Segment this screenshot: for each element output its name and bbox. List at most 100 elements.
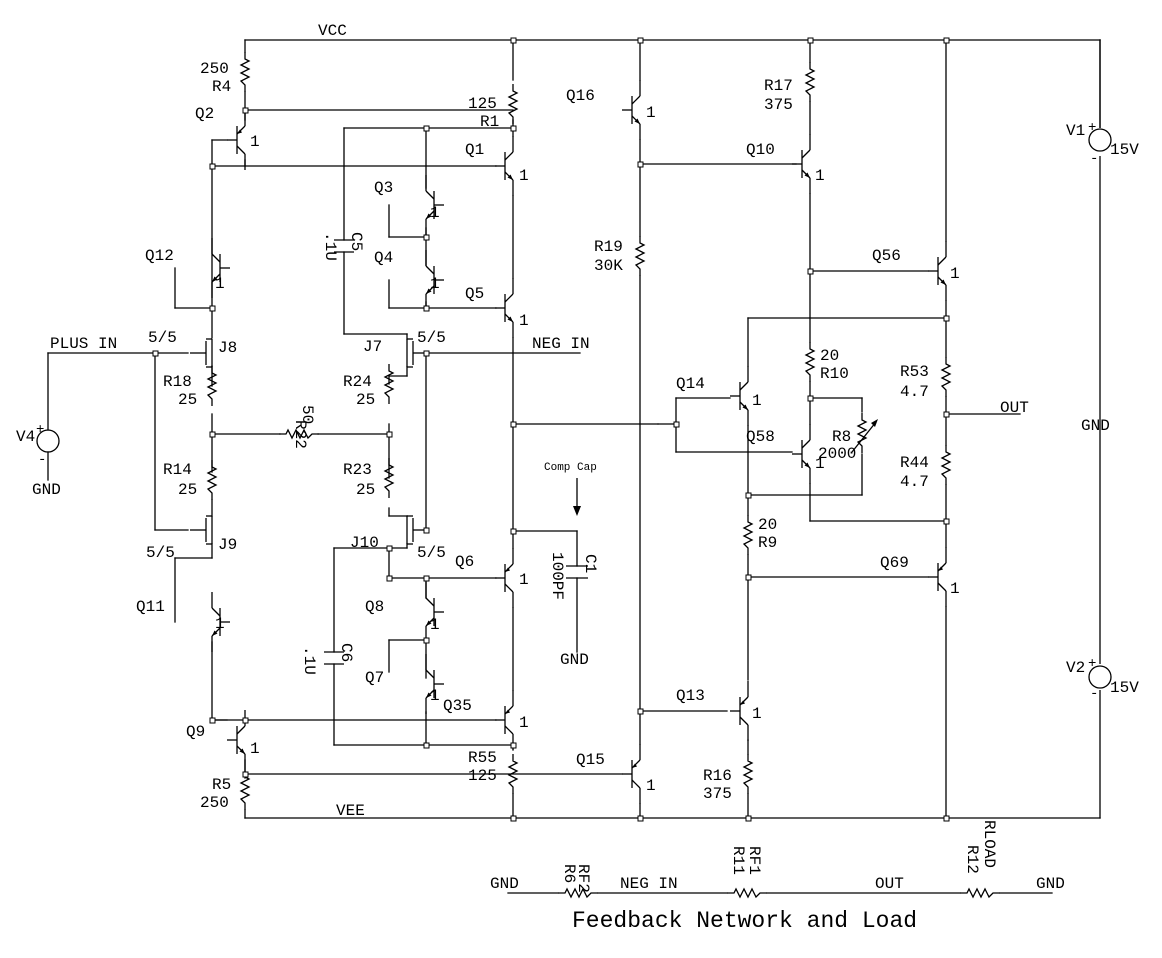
R11-value: RF1 xyxy=(745,846,763,875)
Q58-label: Q58 xyxy=(746,428,775,446)
vcc-label: VCC xyxy=(318,22,347,40)
Q6-label: Q6 xyxy=(455,553,474,571)
capacitor-C5 xyxy=(334,239,354,253)
transistor-Q7 xyxy=(425,653,445,715)
J10-ratio: 5/5 xyxy=(417,544,446,562)
R24-value: 25 xyxy=(356,391,375,409)
fb-gnd-left: GND xyxy=(490,875,519,893)
comp-cap-label: Comp Cap xyxy=(544,462,597,474)
Q2-mult: 1 xyxy=(250,133,260,151)
resistor-R16 xyxy=(743,753,753,795)
Q13-label: Q13 xyxy=(676,687,705,705)
R44-name: R44 xyxy=(900,454,929,472)
fb-out: OUT xyxy=(875,875,904,893)
Q15-mult: 1 xyxy=(646,777,656,795)
resistor-R4 xyxy=(240,51,250,93)
resistor-R1 xyxy=(508,83,518,125)
R23-value: 25 xyxy=(356,481,375,499)
V2-value: 15V xyxy=(1110,679,1139,697)
R22-name: R22 xyxy=(291,420,309,449)
R53-name: R53 xyxy=(900,363,929,381)
Q14-mult: 1 xyxy=(752,392,762,410)
resistor-R8 xyxy=(851,412,878,454)
V4-plus: + xyxy=(36,422,44,438)
resistor-R11 xyxy=(726,888,768,898)
Q7-label: Q7 xyxy=(365,669,384,687)
R16-value: 375 xyxy=(703,785,732,803)
R4-name: R4 xyxy=(212,78,231,96)
Q7-mult: 1 xyxy=(430,687,440,705)
junctions xyxy=(152,37,950,822)
R1-name: R1 xyxy=(480,113,499,131)
resistor-R12 xyxy=(959,888,1001,898)
C5-value: .1U xyxy=(321,232,339,261)
transistor-Q16 xyxy=(621,79,641,141)
J9-label: J9 xyxy=(218,536,237,554)
Q69-mult: 1 xyxy=(950,580,960,598)
J7-ratio: 5/5 xyxy=(417,329,446,347)
V2-label: V2 xyxy=(1066,659,1085,677)
R19-name: R19 xyxy=(594,238,623,256)
neg-in-label: NEG IN xyxy=(532,335,590,353)
left-wiring xyxy=(47,39,623,819)
resistor-R44 xyxy=(941,444,951,486)
R18-value: 25 xyxy=(178,391,197,409)
transistor-Q14 xyxy=(729,365,749,427)
transistor-Q35 xyxy=(494,689,514,751)
V4-minus: - xyxy=(38,452,46,468)
R17-name: R17 xyxy=(764,77,793,95)
J7-label: J7 xyxy=(363,338,382,356)
resistor-R53 xyxy=(941,356,951,398)
C1-value: 100PF xyxy=(548,552,566,600)
R53-value: 4.7 xyxy=(900,383,929,401)
Q12-label: Q12 xyxy=(145,247,174,265)
R11-name: R11 xyxy=(729,846,747,875)
Q13-mult: 1 xyxy=(752,705,762,723)
Q10-mult: 1 xyxy=(815,167,825,185)
transistor-Q1 xyxy=(494,135,514,197)
source-V1 xyxy=(1088,128,1112,156)
R14-value: 25 xyxy=(178,481,197,499)
R9-value: 20 xyxy=(758,516,777,534)
C1-name: C1 xyxy=(581,554,599,573)
transistor-Q6 xyxy=(494,547,514,609)
R55-name: R55 xyxy=(468,749,497,767)
resistor-R17 xyxy=(805,61,815,103)
Q35-label: Q35 xyxy=(443,697,472,715)
Q15-label: Q15 xyxy=(576,751,605,769)
jfet-J8 xyxy=(189,338,213,368)
rails xyxy=(244,39,1101,819)
C6-name: C6 xyxy=(337,643,355,662)
transistor-Q2 xyxy=(226,109,246,171)
R22-value: 50 xyxy=(298,405,316,424)
Q4-label: Q4 xyxy=(374,249,393,267)
transistor-Q5 xyxy=(494,277,514,339)
resistor-R9 xyxy=(743,514,753,556)
R5-value: 250 xyxy=(200,794,229,812)
Q16-label: Q16 xyxy=(566,87,595,105)
fb-gnd-right: GND xyxy=(1036,875,1065,893)
Q10-label: Q10 xyxy=(746,141,775,159)
V1-plus: + xyxy=(1088,120,1096,136)
Q8-label: Q8 xyxy=(365,598,384,616)
Q56-mult: 1 xyxy=(950,265,960,283)
Q35-mult: 1 xyxy=(519,714,529,732)
R10-name: R10 xyxy=(820,365,849,383)
Q11-label: Q11 xyxy=(136,598,165,616)
Q16-mult: 1 xyxy=(646,104,656,122)
R12-value: RLOAD xyxy=(980,820,998,868)
J9-ratio: 5/5 xyxy=(146,544,175,562)
R1-value: 125 xyxy=(468,95,497,113)
Q3-label: Q3 xyxy=(374,179,393,197)
R8-value: 2000 xyxy=(818,445,856,463)
vee-label: VEE xyxy=(336,802,365,820)
source-V4 xyxy=(36,429,60,453)
resistor-R19 xyxy=(635,235,645,277)
Q56-label: Q56 xyxy=(872,247,901,265)
transistor-Q58 xyxy=(791,423,811,485)
R17-value: 375 xyxy=(764,96,793,114)
capacitor-C6 xyxy=(324,651,344,665)
Q5-mult: 1 xyxy=(519,312,529,330)
Q5-label: Q5 xyxy=(465,285,484,303)
